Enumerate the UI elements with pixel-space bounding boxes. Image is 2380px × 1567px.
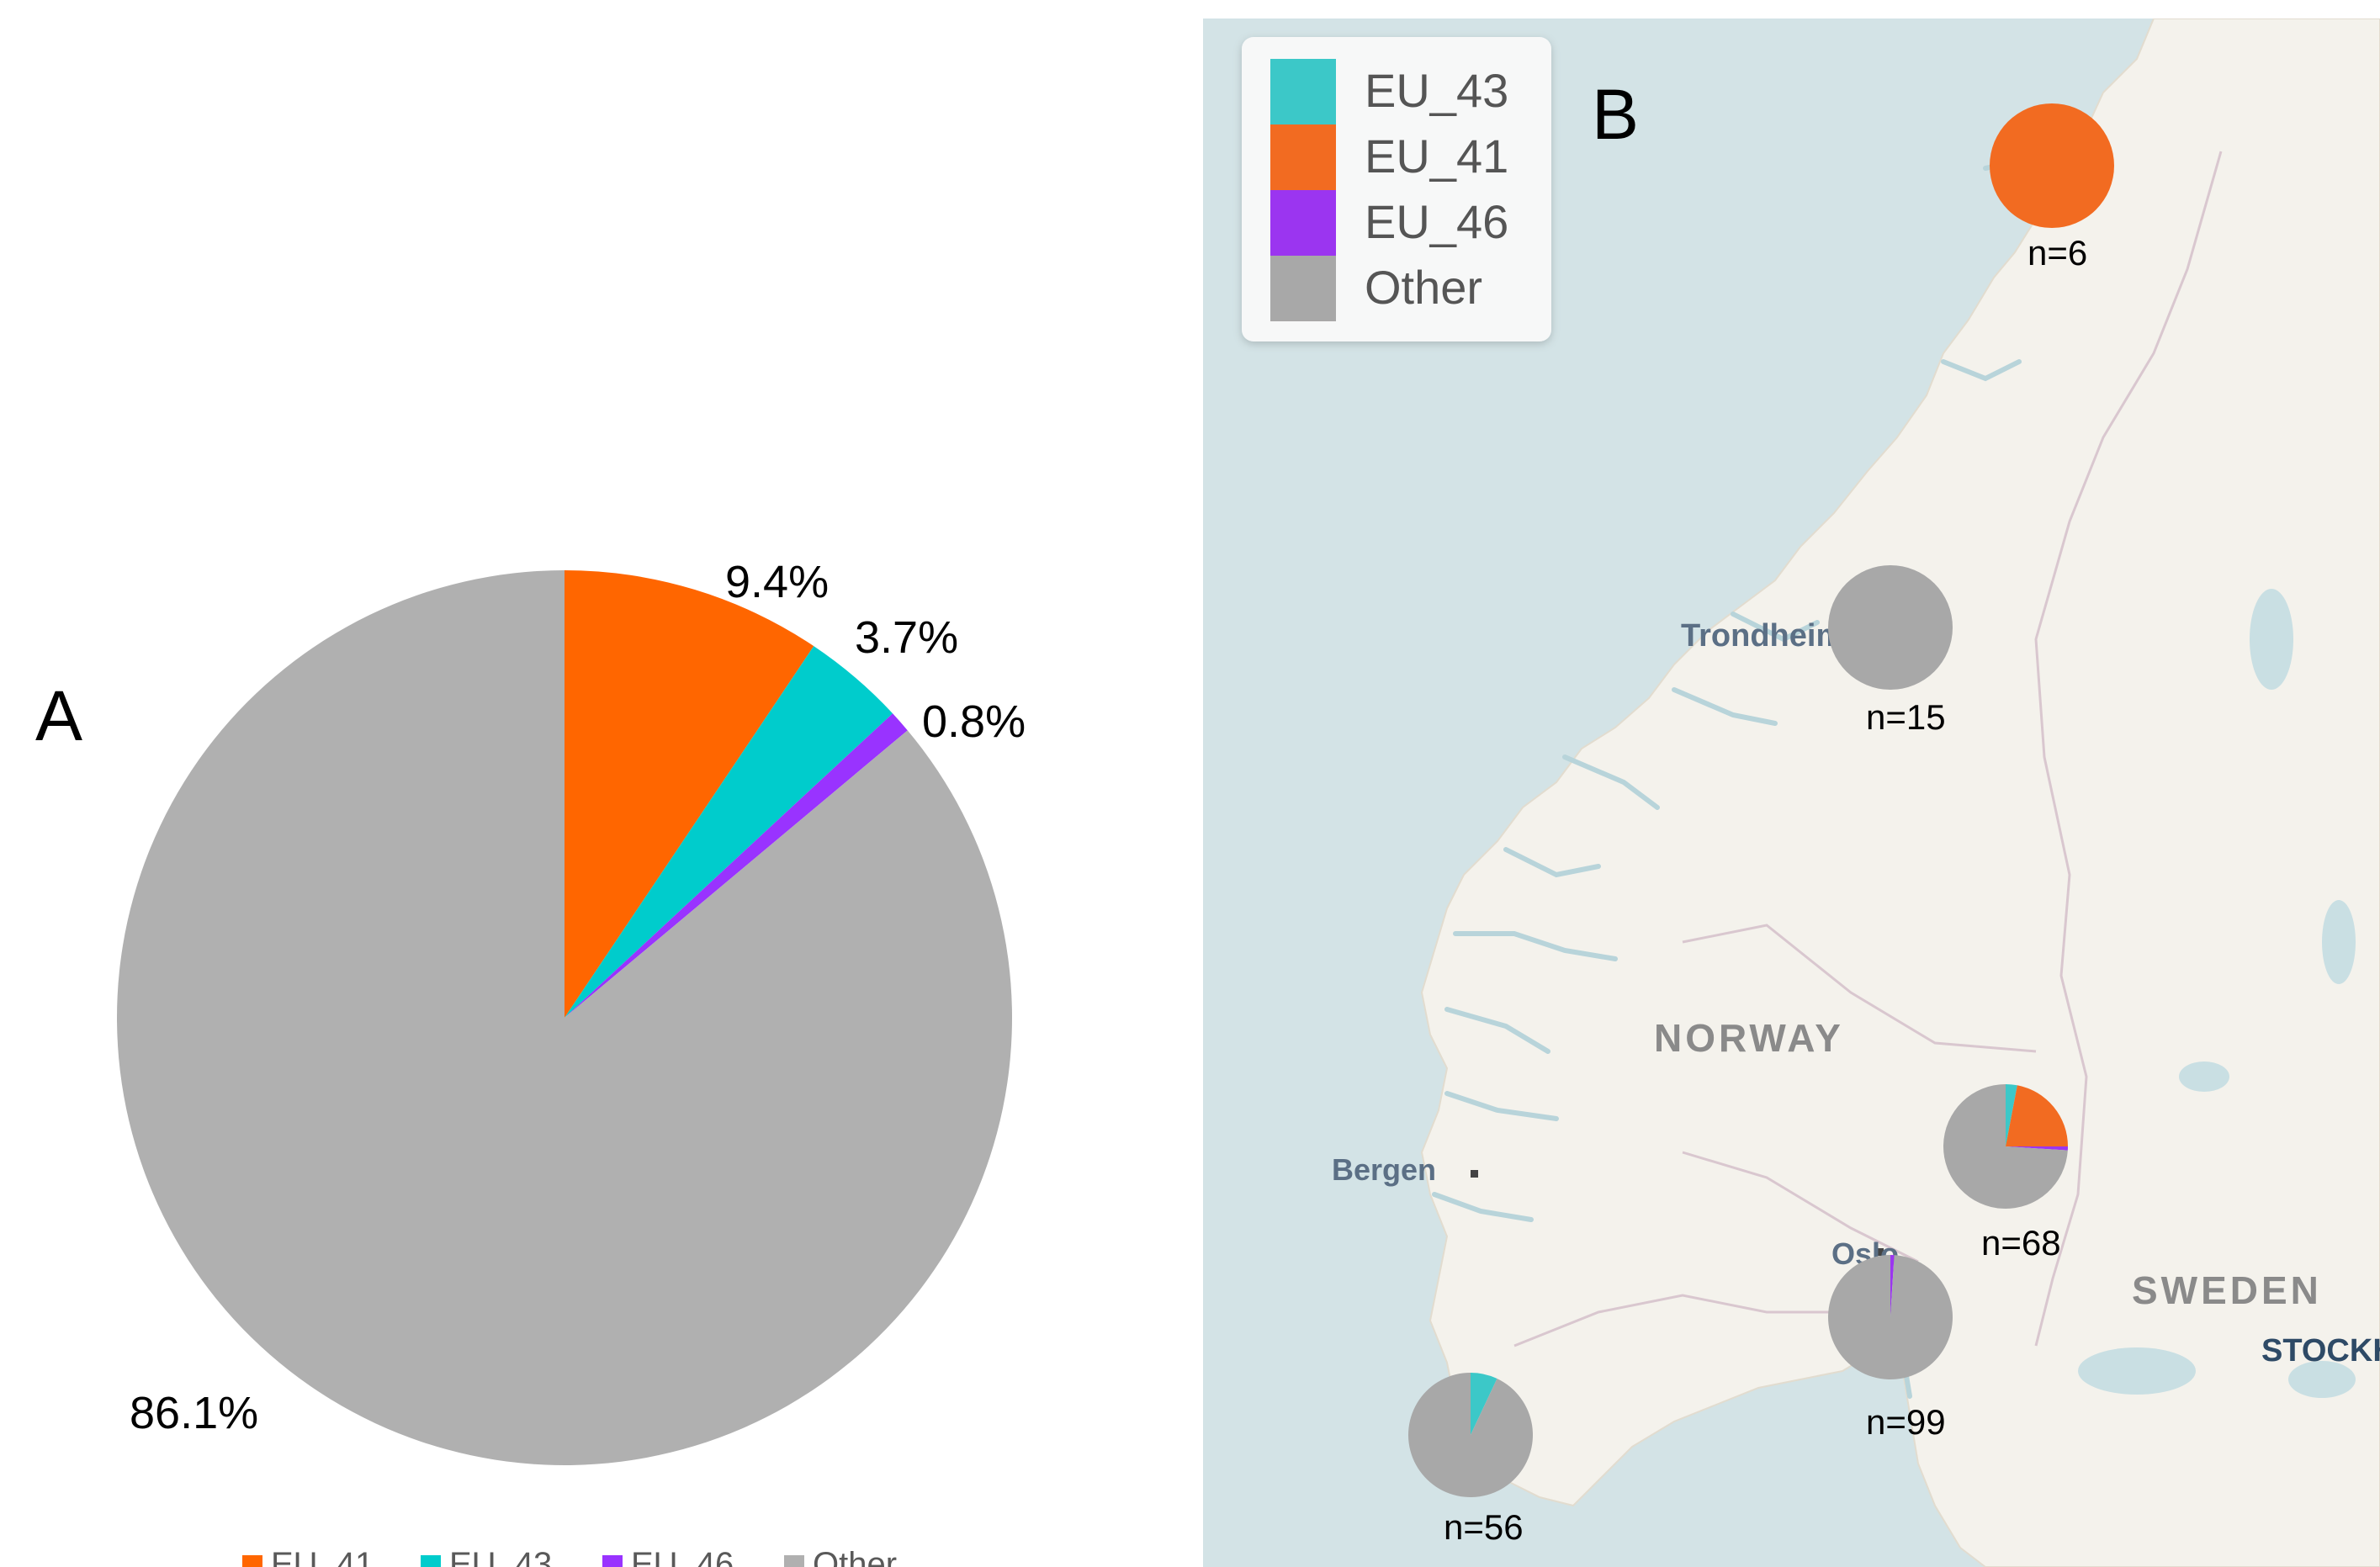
legend-swatch-eu43 xyxy=(421,1555,441,1567)
map-legend-entries: EU_43 EU_41 EU_46 Other xyxy=(1270,59,1508,321)
map-pie-markers xyxy=(1407,103,2114,1498)
map-panel: Trondheim NORWAY Bergen Oslo SWEDEN STOC… xyxy=(1203,19,2380,1567)
legend-swatch-eu46 xyxy=(602,1555,623,1567)
map-land xyxy=(1420,19,2380,1567)
slice-label-eu46: 0.8% xyxy=(922,696,1026,747)
marker-label-n56: n=56 xyxy=(1444,1507,1524,1547)
pie-slice-eu43 xyxy=(565,646,893,1018)
marker-label-n99: n=99 xyxy=(1866,1402,1946,1442)
legend-swatch-other xyxy=(784,1555,804,1567)
marker-label-n68: n=68 xyxy=(1981,1223,2061,1263)
map-legend-label-eu46: EU_46 xyxy=(1365,195,1508,248)
marker-n68-slice-other xyxy=(1943,1084,2068,1209)
legend-label-eu41: EU_41 xyxy=(271,1546,374,1567)
legend-label-eu43: EU_43 xyxy=(449,1546,552,1567)
marker-n15-slice-other xyxy=(1828,565,1953,690)
marker-n56-slice-eu43 xyxy=(1471,1373,1497,1435)
pie-legend: EU_41 EU_43 EU_46 Other xyxy=(242,1546,897,1567)
sweden-label: SWEDEN xyxy=(2132,1268,2322,1312)
panel-a-letter: A xyxy=(35,676,82,755)
map-legend-swatch-other xyxy=(1270,256,1336,321)
map-legend-label-other: Other xyxy=(1365,261,1482,314)
marker-n56-slice-other xyxy=(1407,1373,1533,1498)
legend-label-eu46: EU_46 xyxy=(631,1546,734,1567)
map-borders xyxy=(1513,151,2223,1347)
bergen-city-dot xyxy=(1471,1170,1478,1178)
marker-n68-slice-eu46 xyxy=(2006,1146,2068,1151)
legend-label-other: Other xyxy=(813,1546,897,1567)
map-lakes xyxy=(2078,589,2356,1398)
marker-n68-slice-eu41 xyxy=(2006,1085,2068,1146)
slice-label-other: 86.1% xyxy=(130,1388,258,1438)
pie-slice-other xyxy=(117,570,1012,1465)
marker-label-n15: n=15 xyxy=(1866,697,1946,737)
marker-n68-slice-eu43 xyxy=(2006,1084,2017,1146)
map-legend-label-eu43: EU_43 xyxy=(1365,64,1508,117)
map-legend-swatch-eu43 xyxy=(1270,59,1336,124)
marker-n99-slice-other xyxy=(1828,1255,1953,1379)
norway-label: NORWAY xyxy=(1654,1016,1844,1060)
legend-swatch-eu41 xyxy=(242,1555,262,1567)
map-legend-label-eu41: EU_41 xyxy=(1365,130,1508,183)
marker-n99-slice-eu46 xyxy=(1890,1255,1895,1317)
overall-pie-chart xyxy=(117,570,1012,1465)
oslo-city-dot xyxy=(1876,1248,1884,1256)
pie-slice-eu41 xyxy=(565,570,814,1018)
slice-label-eu43: 3.7% xyxy=(855,612,958,663)
map-legend-swatch-eu46 xyxy=(1270,190,1336,256)
stockholm-label: STOCKHOLM xyxy=(2261,1333,2380,1368)
slice-label-eu41: 9.4% xyxy=(725,557,829,607)
bergen-label: Bergen xyxy=(1332,1152,1436,1187)
trondheim-label: Trondheim xyxy=(1681,618,1844,654)
marker-n6-slice-eu41 xyxy=(1990,103,2114,228)
panel-b-letter: B xyxy=(1592,75,1639,154)
map-legend-swatch-eu41 xyxy=(1270,124,1336,190)
pie-slice-eu46 xyxy=(565,713,908,1018)
marker-label-n6: n=6 xyxy=(2028,233,2087,273)
